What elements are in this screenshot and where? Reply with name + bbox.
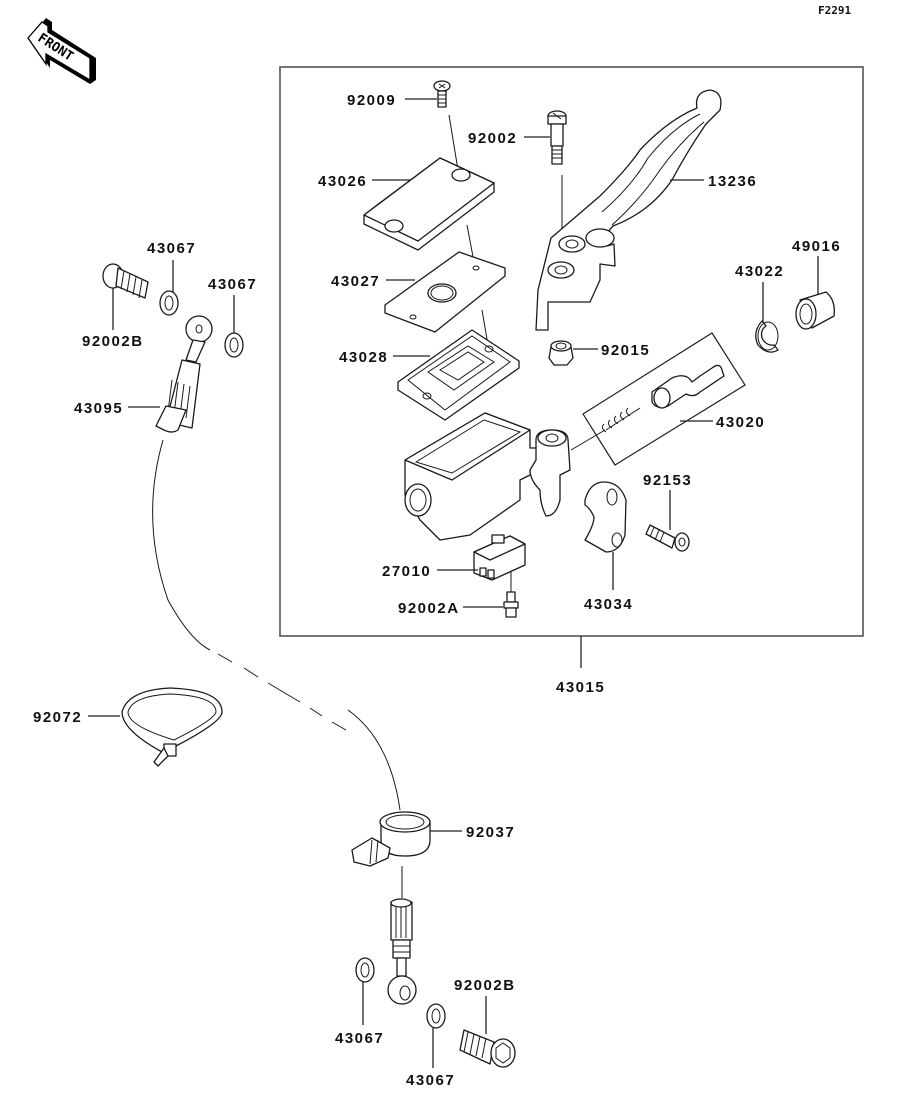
part-label-43028: 43028 (339, 349, 388, 366)
part-label-43067d: 43067 (406, 1072, 455, 1089)
part-label-43022: 43022 (735, 263, 784, 280)
part-label-92002B-bottom: 92002B (454, 977, 516, 994)
part-brake-hose-lower-fitting (387, 898, 417, 1005)
part-92037-hose-guide (351, 811, 431, 867)
part-label-92072: 92072 (33, 709, 82, 726)
part-label-43067a: 43067 (147, 240, 196, 257)
part-label-43020: 43020 (716, 414, 765, 431)
part-13236-brake-lever (535, 89, 722, 331)
part-43034-clamp (584, 481, 627, 553)
part-43027-diaphragm-plate (384, 251, 506, 333)
part-43067-washer-d (426, 1003, 446, 1029)
part-label-92015: 92015 (601, 342, 650, 359)
part-49016-dust-boot (795, 291, 835, 330)
part-label-92002: 92002 (468, 130, 517, 147)
part-92002B-banjo-bolt-bottom (459, 1029, 516, 1068)
part-label-43027: 43027 (331, 273, 380, 290)
part-master-cylinder-body (404, 412, 571, 541)
part-43022-circlip (755, 320, 779, 353)
assembly-axis (448, 114, 459, 171)
part-43067-washer-a (159, 290, 179, 316)
part-92015-nut (548, 340, 574, 366)
part-43026-reservoir-cap (363, 157, 495, 251)
part-label-43095: 43095 (74, 400, 123, 417)
front-arrow-icon: FRONT (27, 18, 96, 84)
part-92072-cable-tie (121, 687, 223, 767)
assembly-axis (466, 224, 475, 263)
part-92153-clamp-bolt (645, 524, 690, 552)
brake-hose-dashed (217, 653, 347, 731)
part-label-92002B-top: 92002B (82, 333, 144, 350)
part-92002A-switch-screw (503, 591, 519, 618)
part-label-49016: 49016 (792, 238, 841, 255)
part-27010-brake-switch (473, 534, 526, 581)
assembly-axis (570, 429, 606, 451)
part-43067-washer-b (224, 332, 244, 358)
part-label-43015: 43015 (556, 679, 605, 696)
part-43095-brake-hose-upper (155, 315, 213, 433)
part-43067-washer-c (355, 957, 375, 983)
part-label-43034: 43034 (584, 596, 633, 613)
part-label-92037: 92037 (466, 824, 515, 841)
part-43028-diaphragm (397, 329, 520, 421)
part-label-43067b: 43067 (208, 276, 257, 293)
figure-code: F2291 (818, 4, 851, 17)
brake-hose-line (152, 439, 211, 651)
part-label-92153: 92153 (643, 472, 692, 489)
part-label-92009: 92009 (347, 92, 396, 109)
brake-hose-line-lower (347, 709, 401, 811)
part-92002B-banjo-bolt-top (102, 263, 149, 299)
part-label-92002A: 92002A (398, 600, 460, 617)
part-label-43026: 43026 (318, 173, 367, 190)
assembly-43015-box (279, 66, 864, 637)
part-43020-piston-kit (582, 332, 746, 466)
part-92009-screw (433, 80, 451, 108)
part-label-27010: 27010 (382, 563, 431, 580)
part-label-43067c: 43067 (335, 1030, 384, 1047)
part-92002-pivot-bolt (547, 110, 567, 165)
part-label-13236: 13236 (708, 173, 757, 190)
